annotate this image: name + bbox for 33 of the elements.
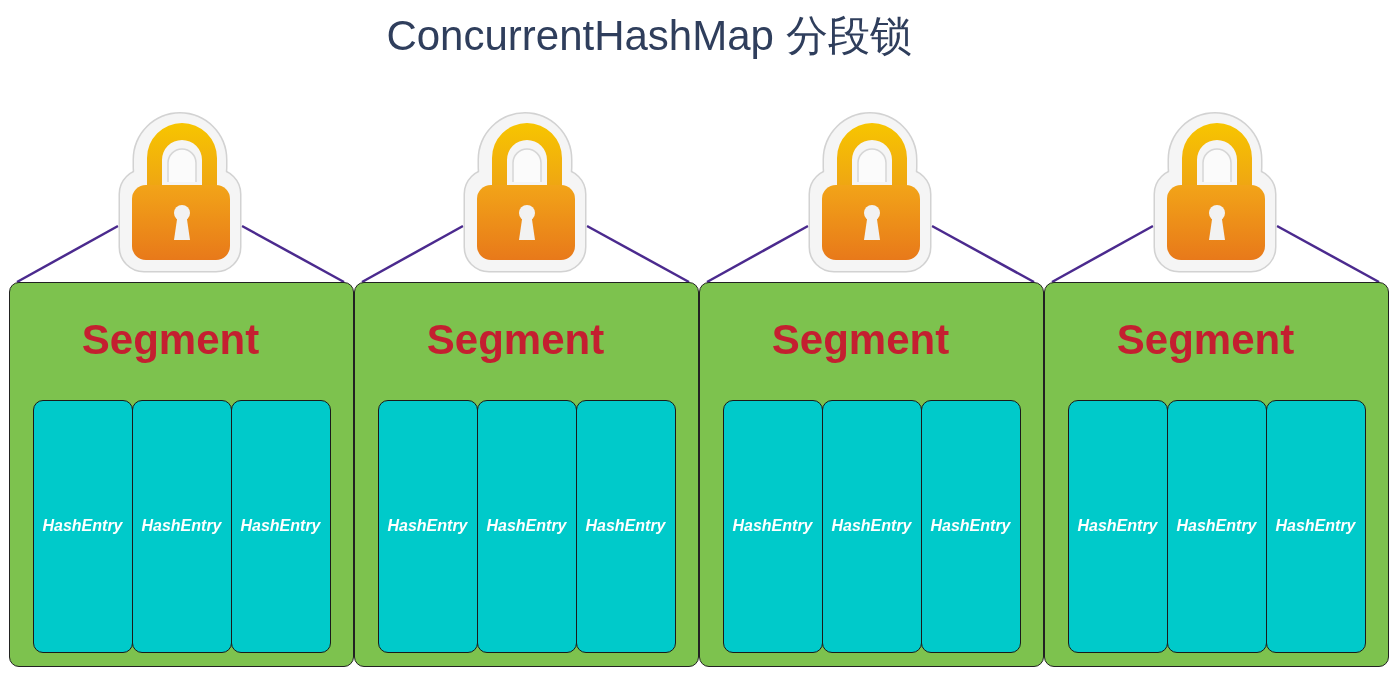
diagram-title: ConcurrentHashMap 分段锁 <box>386 15 912 57</box>
hash-entry-box: HashEntry <box>32 399 133 653</box>
hash-entry-box: HashEntry <box>1166 399 1267 653</box>
segment-label: Segment <box>1116 319 1295 361</box>
connector-line <box>706 224 809 284</box>
connector-line <box>1051 224 1154 284</box>
hash-entry-box: HashEntry <box>131 399 232 653</box>
segment-label: Segment <box>426 319 605 361</box>
segment-label: Segment <box>771 319 950 361</box>
hash-entry-box: HashEntry <box>821 399 922 653</box>
segment-box <box>9 282 354 667</box>
hash-entry-box: HashEntry <box>722 399 823 653</box>
segment-label: Segment <box>81 319 260 361</box>
connector-line <box>931 224 1035 284</box>
connector-line <box>361 224 464 284</box>
hash-entry-box: HashEntry <box>575 399 676 653</box>
hash-entry-box: HashEntry <box>1067 399 1168 653</box>
hash-entry-box: HashEntry <box>377 399 478 653</box>
segment-box <box>699 282 1044 667</box>
padlock-icon <box>808 112 932 273</box>
padlock-icon <box>1153 112 1277 273</box>
hash-entry-box: HashEntry <box>230 399 331 653</box>
hash-entry-box: HashEntry <box>1265 399 1366 653</box>
connector-line <box>586 224 690 284</box>
padlock-icon <box>463 112 587 273</box>
connector-line <box>241 224 345 284</box>
connector-line <box>1276 224 1380 284</box>
padlock-icon <box>118 112 242 273</box>
connector-line <box>16 224 119 284</box>
hash-entry-box: HashEntry <box>476 399 577 653</box>
segment-box <box>354 282 699 667</box>
segment-box <box>1044 282 1389 667</box>
hash-entry-box: HashEntry <box>920 399 1021 653</box>
